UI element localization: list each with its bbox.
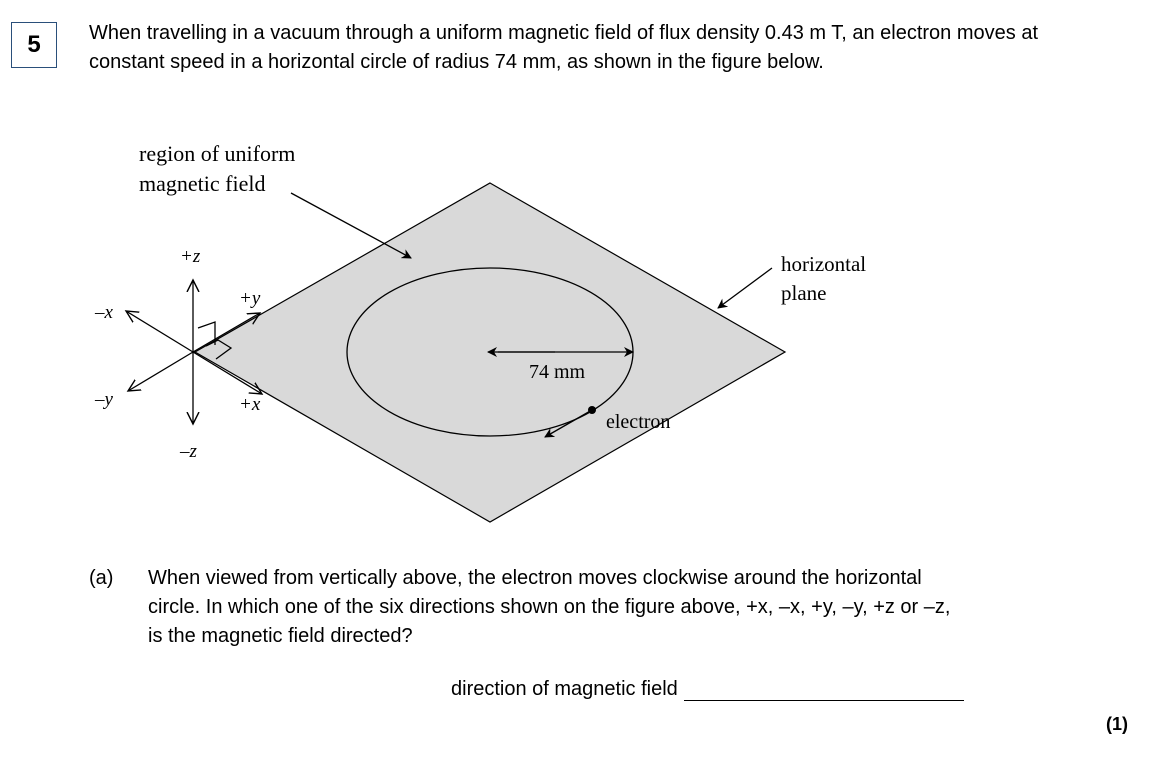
axis-label-pos-x: +x	[239, 394, 261, 415]
part-a-question: When viewed from vertically above, the e…	[148, 567, 951, 647]
plane-label-line1: horizontal	[781, 252, 866, 276]
question-intro: When travelling in a vacuum through a un…	[89, 22, 1039, 73]
region-leader-line	[290, 192, 412, 259]
electron-label: electron	[606, 411, 670, 433]
axis-label-neg-x: –x	[94, 302, 114, 323]
answer-label: direction of magnetic field	[451, 678, 678, 700]
plane-leader-line	[717, 267, 773, 309]
marks-indicator: (1)	[1106, 714, 1128, 734]
magnetic-field-figure: region of uniform magnetic field horizon…	[94, 141, 866, 523]
axis-system	[126, 280, 262, 424]
y-axis-neg	[128, 351, 194, 391]
region-label-line1: region of uniform	[139, 141, 295, 166]
axis-label-neg-z: –z	[179, 441, 198, 462]
plane-label-line2: plane	[781, 281, 826, 305]
part-a-label: (a)	[89, 567, 114, 589]
answer-line[interactable]	[683, 680, 964, 701]
right-angle-mark-2	[205, 339, 233, 360]
right-angle-mark-1	[197, 321, 216, 345]
answer-row: direction of magnetic field	[451, 677, 964, 701]
x-axis-pos	[192, 351, 262, 394]
question-number: 5	[11, 22, 57, 68]
electron-velocity-arrow	[544, 409, 593, 438]
y-axis-pos	[192, 313, 260, 353]
x-axis-neg	[126, 311, 194, 353]
axis-label-pos-y: +y	[239, 288, 261, 309]
axis-label-pos-z: +z	[180, 246, 201, 267]
axis-label-neg-y: –y	[94, 389, 114, 410]
region-label-line2: magnetic field	[139, 171, 265, 196]
radius-label: 74 mm	[529, 361, 586, 383]
